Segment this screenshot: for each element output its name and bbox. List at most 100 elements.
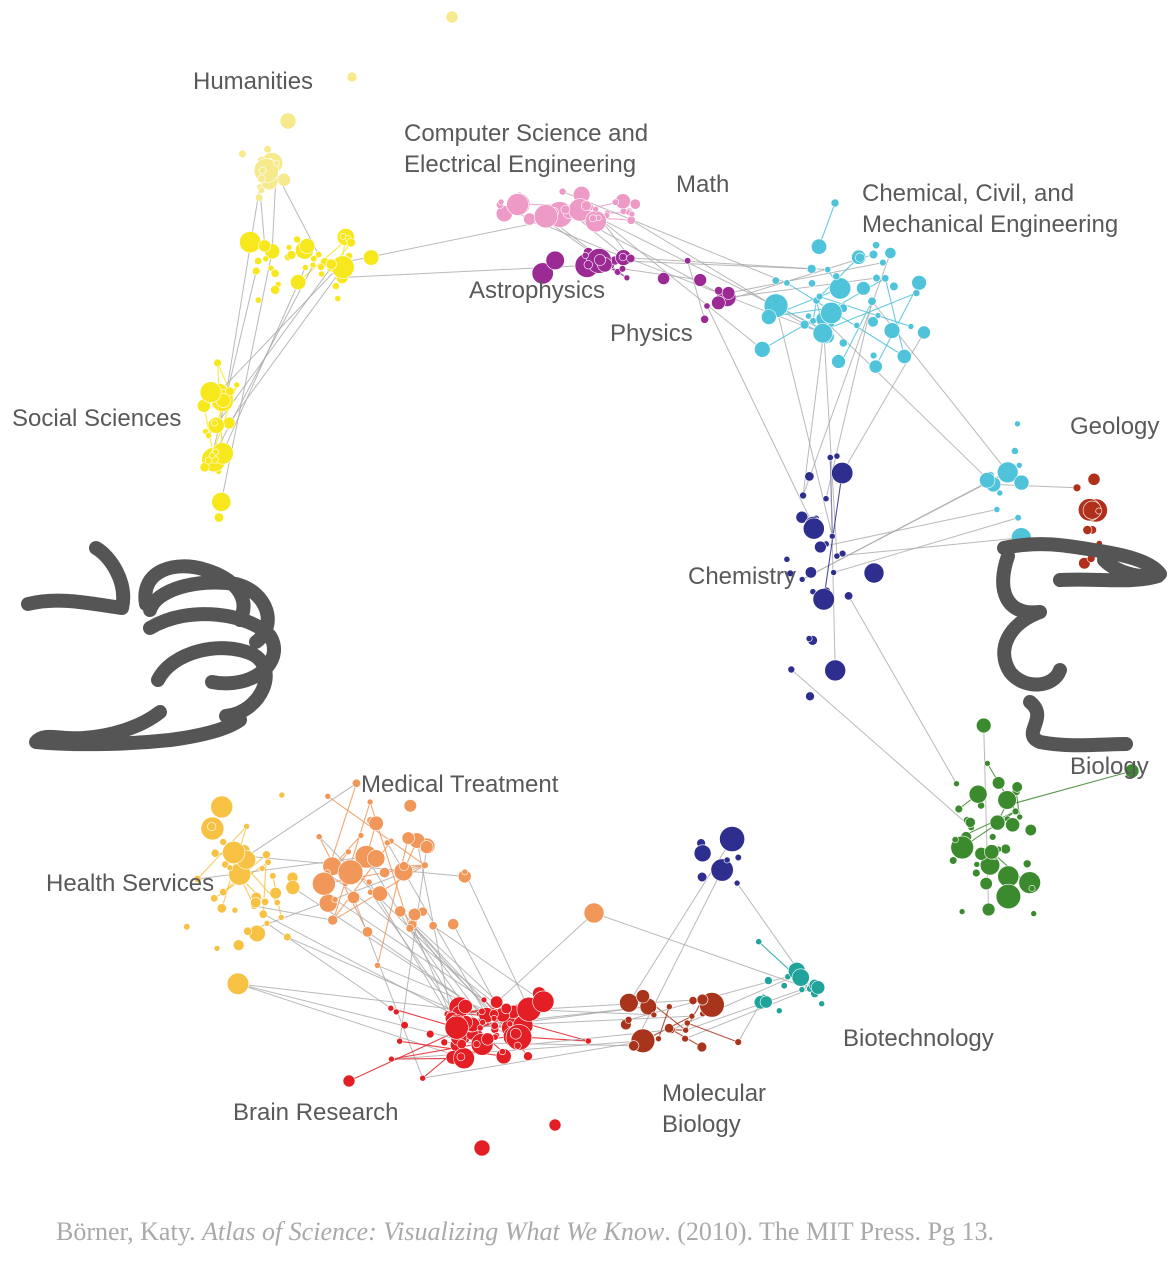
label-line: Brain Research — [233, 1099, 399, 1126]
network-node — [346, 71, 358, 83]
network-edge — [598, 217, 763, 350]
network-node — [371, 885, 388, 902]
network-edge — [432, 925, 544, 1003]
network-node — [815, 292, 824, 301]
network-node — [896, 348, 912, 364]
network-node — [258, 239, 271, 253]
network-node — [331, 282, 340, 290]
network-node — [211, 491, 232, 512]
network-node — [346, 237, 356, 248]
network-node — [420, 861, 429, 870]
network-node — [231, 906, 239, 914]
network-nodes — [183, 10, 1140, 1157]
network-node — [981, 902, 996, 917]
network-node — [270, 268, 280, 278]
network-node — [703, 302, 711, 310]
network-node — [764, 976, 773, 985]
network-node — [533, 204, 558, 229]
network-node — [222, 840, 246, 864]
network-node — [444, 1015, 469, 1040]
network-node — [868, 359, 883, 374]
network-node — [822, 495, 830, 503]
network-node — [623, 274, 631, 282]
caption-author: Börner, Katy. — [56, 1217, 196, 1246]
network-edge — [687, 260, 706, 320]
network-edge — [237, 983, 477, 1045]
network-edge — [657, 1006, 670, 1039]
network-node — [829, 277, 852, 300]
network-node — [683, 1019, 691, 1027]
network-node — [719, 826, 746, 852]
network-node — [734, 1038, 742, 1046]
network-node — [363, 249, 380, 266]
network-node — [243, 822, 250, 830]
network-node — [273, 899, 281, 907]
network-node — [264, 858, 272, 866]
network-edge — [825, 301, 873, 499]
network-node — [964, 817, 976, 828]
network-node — [799, 491, 807, 500]
network-node — [312, 871, 336, 896]
network-node — [831, 354, 846, 369]
network-node — [419, 1074, 427, 1082]
network-edge — [802, 330, 825, 496]
network-node — [286, 250, 297, 260]
network-node — [721, 286, 736, 300]
network-node — [440, 1038, 449, 1047]
network-edge — [263, 913, 473, 1026]
network-node — [824, 266, 832, 274]
network-node — [1000, 843, 1011, 855]
network-node — [279, 112, 297, 130]
network-node — [818, 1000, 826, 1008]
network-edge — [848, 595, 957, 784]
network-node — [984, 760, 991, 767]
network-node — [805, 312, 812, 320]
network-node — [979, 472, 996, 489]
network-node — [975, 717, 992, 734]
network-node — [523, 212, 537, 226]
network-node — [267, 264, 275, 272]
network-node — [760, 309, 777, 325]
network-node — [225, 386, 235, 396]
network-edge — [228, 270, 341, 424]
network-node — [584, 210, 607, 233]
network-node — [301, 264, 309, 271]
network-node — [584, 1037, 592, 1045]
network-node — [997, 790, 1017, 810]
network-node — [558, 187, 567, 196]
network-node — [222, 416, 236, 430]
label-chemical-civil-mechanical-engineering: Chemical, Civil, and Mechanical Engineer… — [862, 178, 1118, 240]
network-node — [327, 914, 339, 926]
network-node — [833, 452, 841, 460]
network-node — [445, 10, 459, 24]
network-edge — [727, 277, 877, 299]
network-node — [624, 1015, 633, 1024]
network-edge — [993, 483, 1078, 489]
network-edge — [1005, 770, 1133, 807]
network-edge — [254, 905, 334, 921]
label-line: Humanities — [193, 68, 314, 95]
label-line: Biology — [662, 1111, 741, 1138]
network-node — [315, 251, 323, 259]
network-node — [787, 665, 796, 674]
label-line: Electrical Engineering — [404, 151, 637, 178]
network-edge — [822, 319, 838, 557]
network-node — [912, 289, 921, 297]
label-line: Medical Treatment — [361, 771, 559, 798]
network-node — [447, 918, 460, 931]
network-node — [479, 1018, 486, 1026]
network-node — [207, 822, 217, 832]
network-node — [810, 238, 827, 255]
network-node — [884, 247, 897, 259]
network-node — [830, 569, 837, 576]
label-medical-treatment: Medical Treatment — [361, 769, 558, 800]
label-line: Astrophysics — [469, 277, 606, 304]
network-node — [243, 926, 253, 936]
network-node — [874, 312, 882, 319]
network-node — [682, 1026, 690, 1034]
network-edge — [237, 983, 465, 1059]
network-node — [949, 856, 958, 865]
network-edge — [614, 260, 812, 270]
network-node — [881, 274, 890, 283]
network-node — [618, 265, 627, 273]
